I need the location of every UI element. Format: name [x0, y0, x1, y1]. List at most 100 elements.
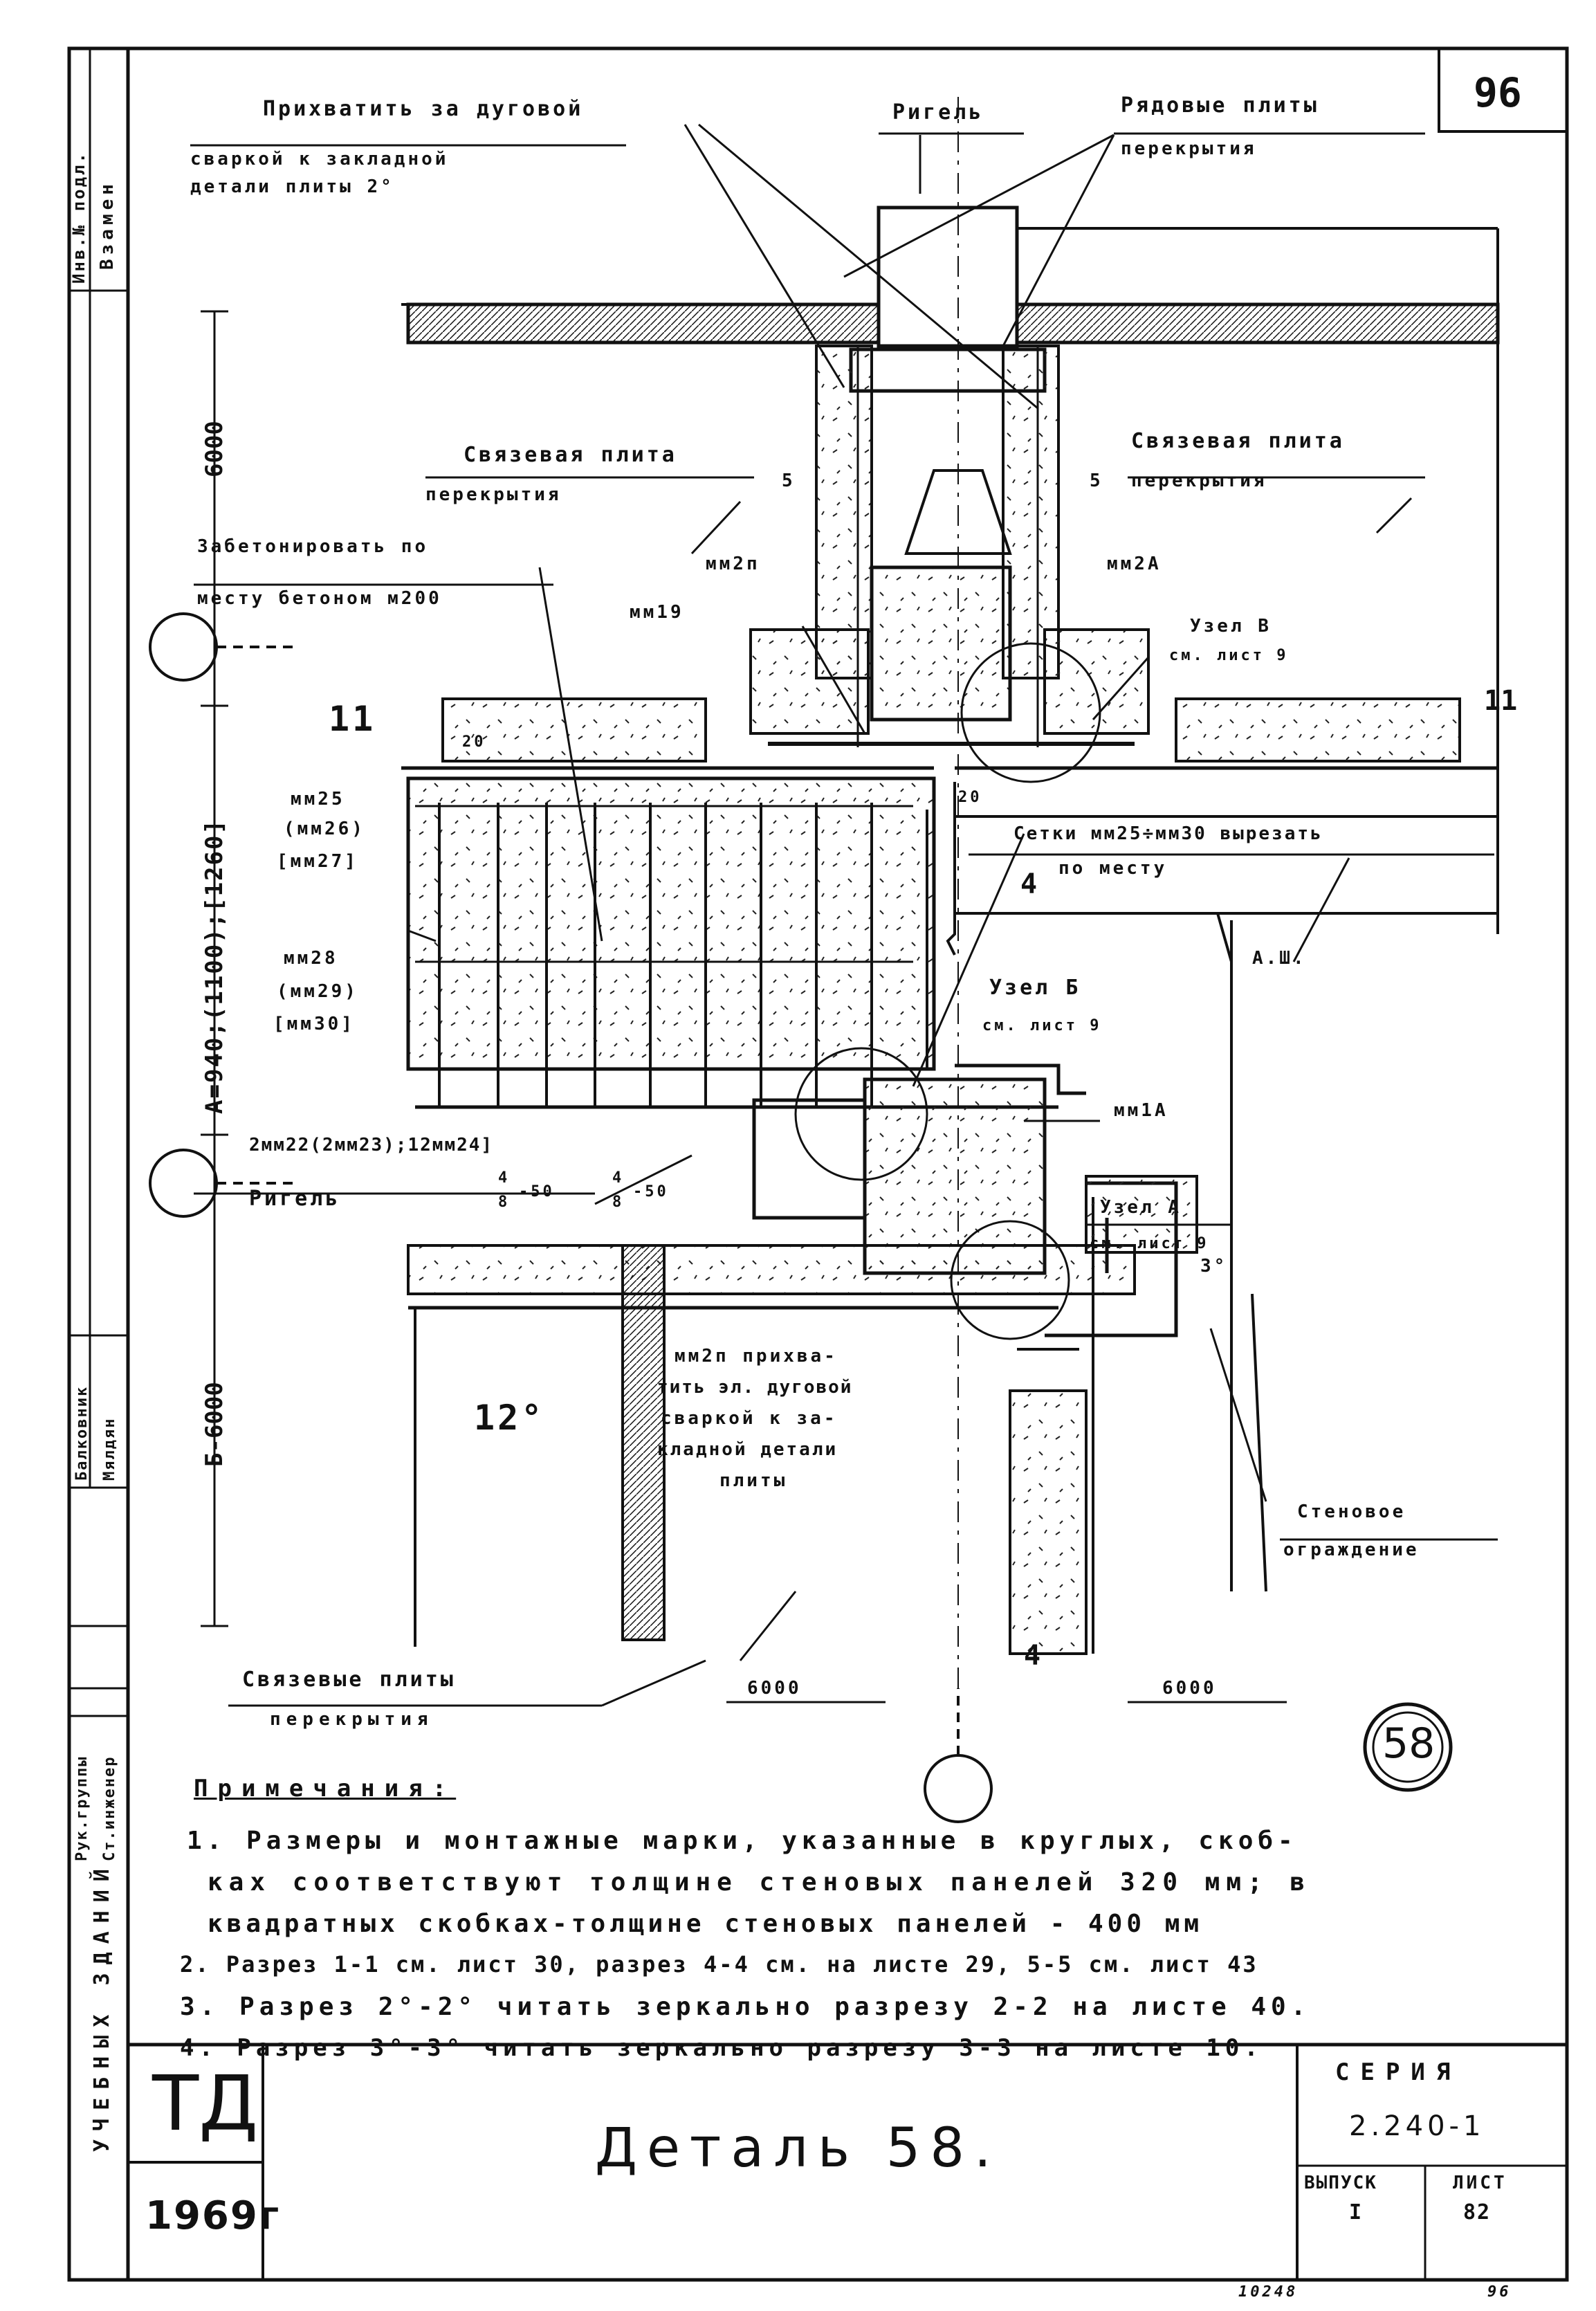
label-mesh-30: [мм30] — [273, 1014, 355, 1034]
axis-markers — [149, 97, 993, 1823]
name-senior-engineer: Мялдян — [101, 1417, 118, 1481]
fraction-1-tail: -50 — [519, 1183, 555, 1200]
bottom-code-2: 96 — [1487, 2283, 1512, 2301]
bottom-slab — [407, 1197, 1136, 1655]
label-dim-20-b: 20 — [958, 789, 982, 806]
label-wall-fence-1: Стеновое — [1297, 1501, 1406, 1522]
series-label: СЕРИЯ — [1335, 2058, 1462, 2086]
label-span-left: 6000 — [747, 1678, 802, 1699]
notes-title: Примечания: — [194, 1775, 457, 1802]
label-span-right: 6000 — [1162, 1678, 1217, 1699]
label-mm2p: мм2п — [706, 554, 760, 574]
issue-value: I — [1349, 2200, 1365, 2225]
fraction-2-tail: -50 — [633, 1183, 669, 1200]
label-weld-3: детали плиты 2° — [190, 176, 394, 197]
fraction-1-den: 8 — [498, 1194, 511, 1211]
org-mark: ТД — [152, 2059, 259, 2148]
note-line-2: ках соответствуют толщине стеновых панел… — [208, 1868, 1312, 1897]
label-mesh-28: мм28 — [284, 948, 338, 969]
label-tie-slab-right-2: перекрытия — [1131, 471, 1267, 491]
building-type-label: УЧЕБНЫХ ЗДАНИЙ — [90, 1861, 114, 2152]
sheet-label: ЛИСТ — [1453, 2173, 1507, 2193]
fraction-2-den: 8 — [612, 1194, 625, 1211]
label-node-a-ref: см. лист 9 — [1090, 1235, 1209, 1252]
label-node-b: Узел Б — [989, 976, 1081, 1000]
wall-panel — [1085, 920, 1267, 1592]
label-weld-2: сваркой к закладной — [190, 149, 449, 170]
label-section-4-bottom: 4 — [1024, 1640, 1044, 1672]
replace-label: Взамен — [97, 180, 118, 270]
label-mm2p-note-1: мм2п прихва- — [675, 1346, 838, 1367]
sheet-value: 82 — [1463, 2200, 1492, 2225]
label-node-b-ref: см. лист 9 — [982, 1017, 1102, 1034]
note-line-5: 3. Разрез 2°-2° читать зеркально разрезу… — [180, 1993, 1311, 2021]
label-sec5-left: 5 — [782, 471, 796, 491]
label-section-12: 12° — [474, 1398, 545, 1438]
label-tie-slabs-bottom-2: перекрытия — [270, 1709, 434, 1730]
label-cut-mesh: Сетки мм25÷мм30 вырезать — [1013, 823, 1323, 844]
dimension-top: 6000 — [201, 421, 228, 477]
bottom-code-1: 10248 — [1238, 2283, 1299, 2301]
label-section-4-top: 4 — [1020, 868, 1040, 900]
role-group-lead: Рук.группы — [73, 1755, 91, 1861]
note-line-4: 2. Разрез 1-1 см. лист 30, разрез 4-4 см… — [180, 1951, 1258, 1977]
label-mesh-25: мм25 — [291, 789, 345, 810]
leader-lines — [407, 123, 1413, 1707]
label-mesh-26: (мм26) — [284, 819, 365, 839]
label-concrete-1: Забетонировать по — [197, 536, 429, 557]
label-section-11-left: 11 — [329, 699, 376, 739]
label-node-v-ref: см. лист 9 — [1169, 647, 1289, 664]
sheet-title: Деталь 58. — [595, 2117, 1001, 2180]
label-concrete-2: месту бетоном м200 — [197, 588, 442, 609]
note-line-1: 1. Размеры и монтажные марки, указанные … — [187, 1827, 1298, 1855]
label-tie-slabs-bottom-1: Связевые плиты — [242, 1668, 456, 1692]
label-girder-top: Ригель — [892, 100, 984, 125]
label-mm2p-note-5: плиты — [719, 1470, 788, 1491]
support-blocks — [401, 628, 1498, 770]
label-wall-fence-2: ограждение — [1283, 1540, 1420, 1560]
sheet-frame — [67, 46, 1569, 2282]
label-girder-left: Ригель — [249, 1187, 341, 1211]
label-tie-slab-left: Связевая плита — [464, 443, 677, 467]
detail-number: 58 — [1382, 1719, 1436, 1768]
label-mm1a: мм1А — [1114, 1100, 1168, 1121]
label-mm19: мм19 — [630, 602, 684, 623]
label-section-11-right: 11 — [1484, 685, 1518, 717]
detail-number-circle — [1363, 1702, 1453, 1792]
label-tie-slab-right: Связевая плита — [1131, 429, 1345, 453]
right-slab — [946, 782, 1499, 962]
label-node-v: Узел В — [1190, 616, 1272, 637]
dimension-middle: А=940;(1100);[1260] — [201, 819, 228, 1114]
issue-label: ВЫПУСК — [1304, 2173, 1377, 2193]
fraction-2-num: 4 — [612, 1169, 625, 1187]
dimension-line — [201, 310, 228, 1627]
label-node-a: Узел А — [1100, 1197, 1182, 1218]
label-mm2p-note-3: сваркой к за- — [661, 1408, 838, 1429]
label-mm2p-note-2: тить эл. дуговой — [657, 1377, 853, 1398]
dimension-bottom: Б-6000 — [201, 1382, 228, 1467]
label-sec5-right: 5 — [1090, 471, 1103, 491]
label-cut-mesh-2: по месту — [1058, 858, 1168, 879]
name-group-lead: Балковник — [73, 1385, 91, 1481]
note-line-3: квадратных скобках-толщине стеновых пане… — [208, 1910, 1204, 1938]
note-line-6: 4. Разрез 3°-3° читать зеркально разрезу… — [180, 2034, 1263, 2062]
label-tie-slab-left-2: перекрытия — [425, 484, 562, 505]
label-bars: 2мм22(2мм23);12мм24] — [249, 1135, 494, 1156]
label-mm2a: мм2А — [1107, 554, 1162, 574]
label-dim-20-a: 20 — [462, 733, 486, 751]
series-value: 2.240-1 — [1349, 2110, 1485, 2142]
label-mesh-29: (мм29) — [277, 981, 358, 1002]
label-aw: А.Ш. — [1252, 948, 1307, 969]
inventory-label: Инв.№ подл. — [69, 151, 89, 284]
role-senior-engineer: Ст.инженер — [101, 1755, 118, 1861]
label-ordinary-slabs: Рядовые плиты — [1121, 93, 1319, 118]
label-mm2p-note-4: кладной детали — [657, 1439, 838, 1460]
label-section-3: 3° — [1200, 1256, 1228, 1277]
year: 1969г — [145, 2193, 281, 2238]
label-weld-1: Прихватить за дуговой — [263, 97, 584, 121]
label-underlines — [190, 132, 1498, 1707]
label-ordinary-slabs-2: перекрытия — [1121, 138, 1257, 159]
main-slab — [406, 776, 1058, 1109]
label-mesh-27: [мм27] — [277, 851, 358, 872]
